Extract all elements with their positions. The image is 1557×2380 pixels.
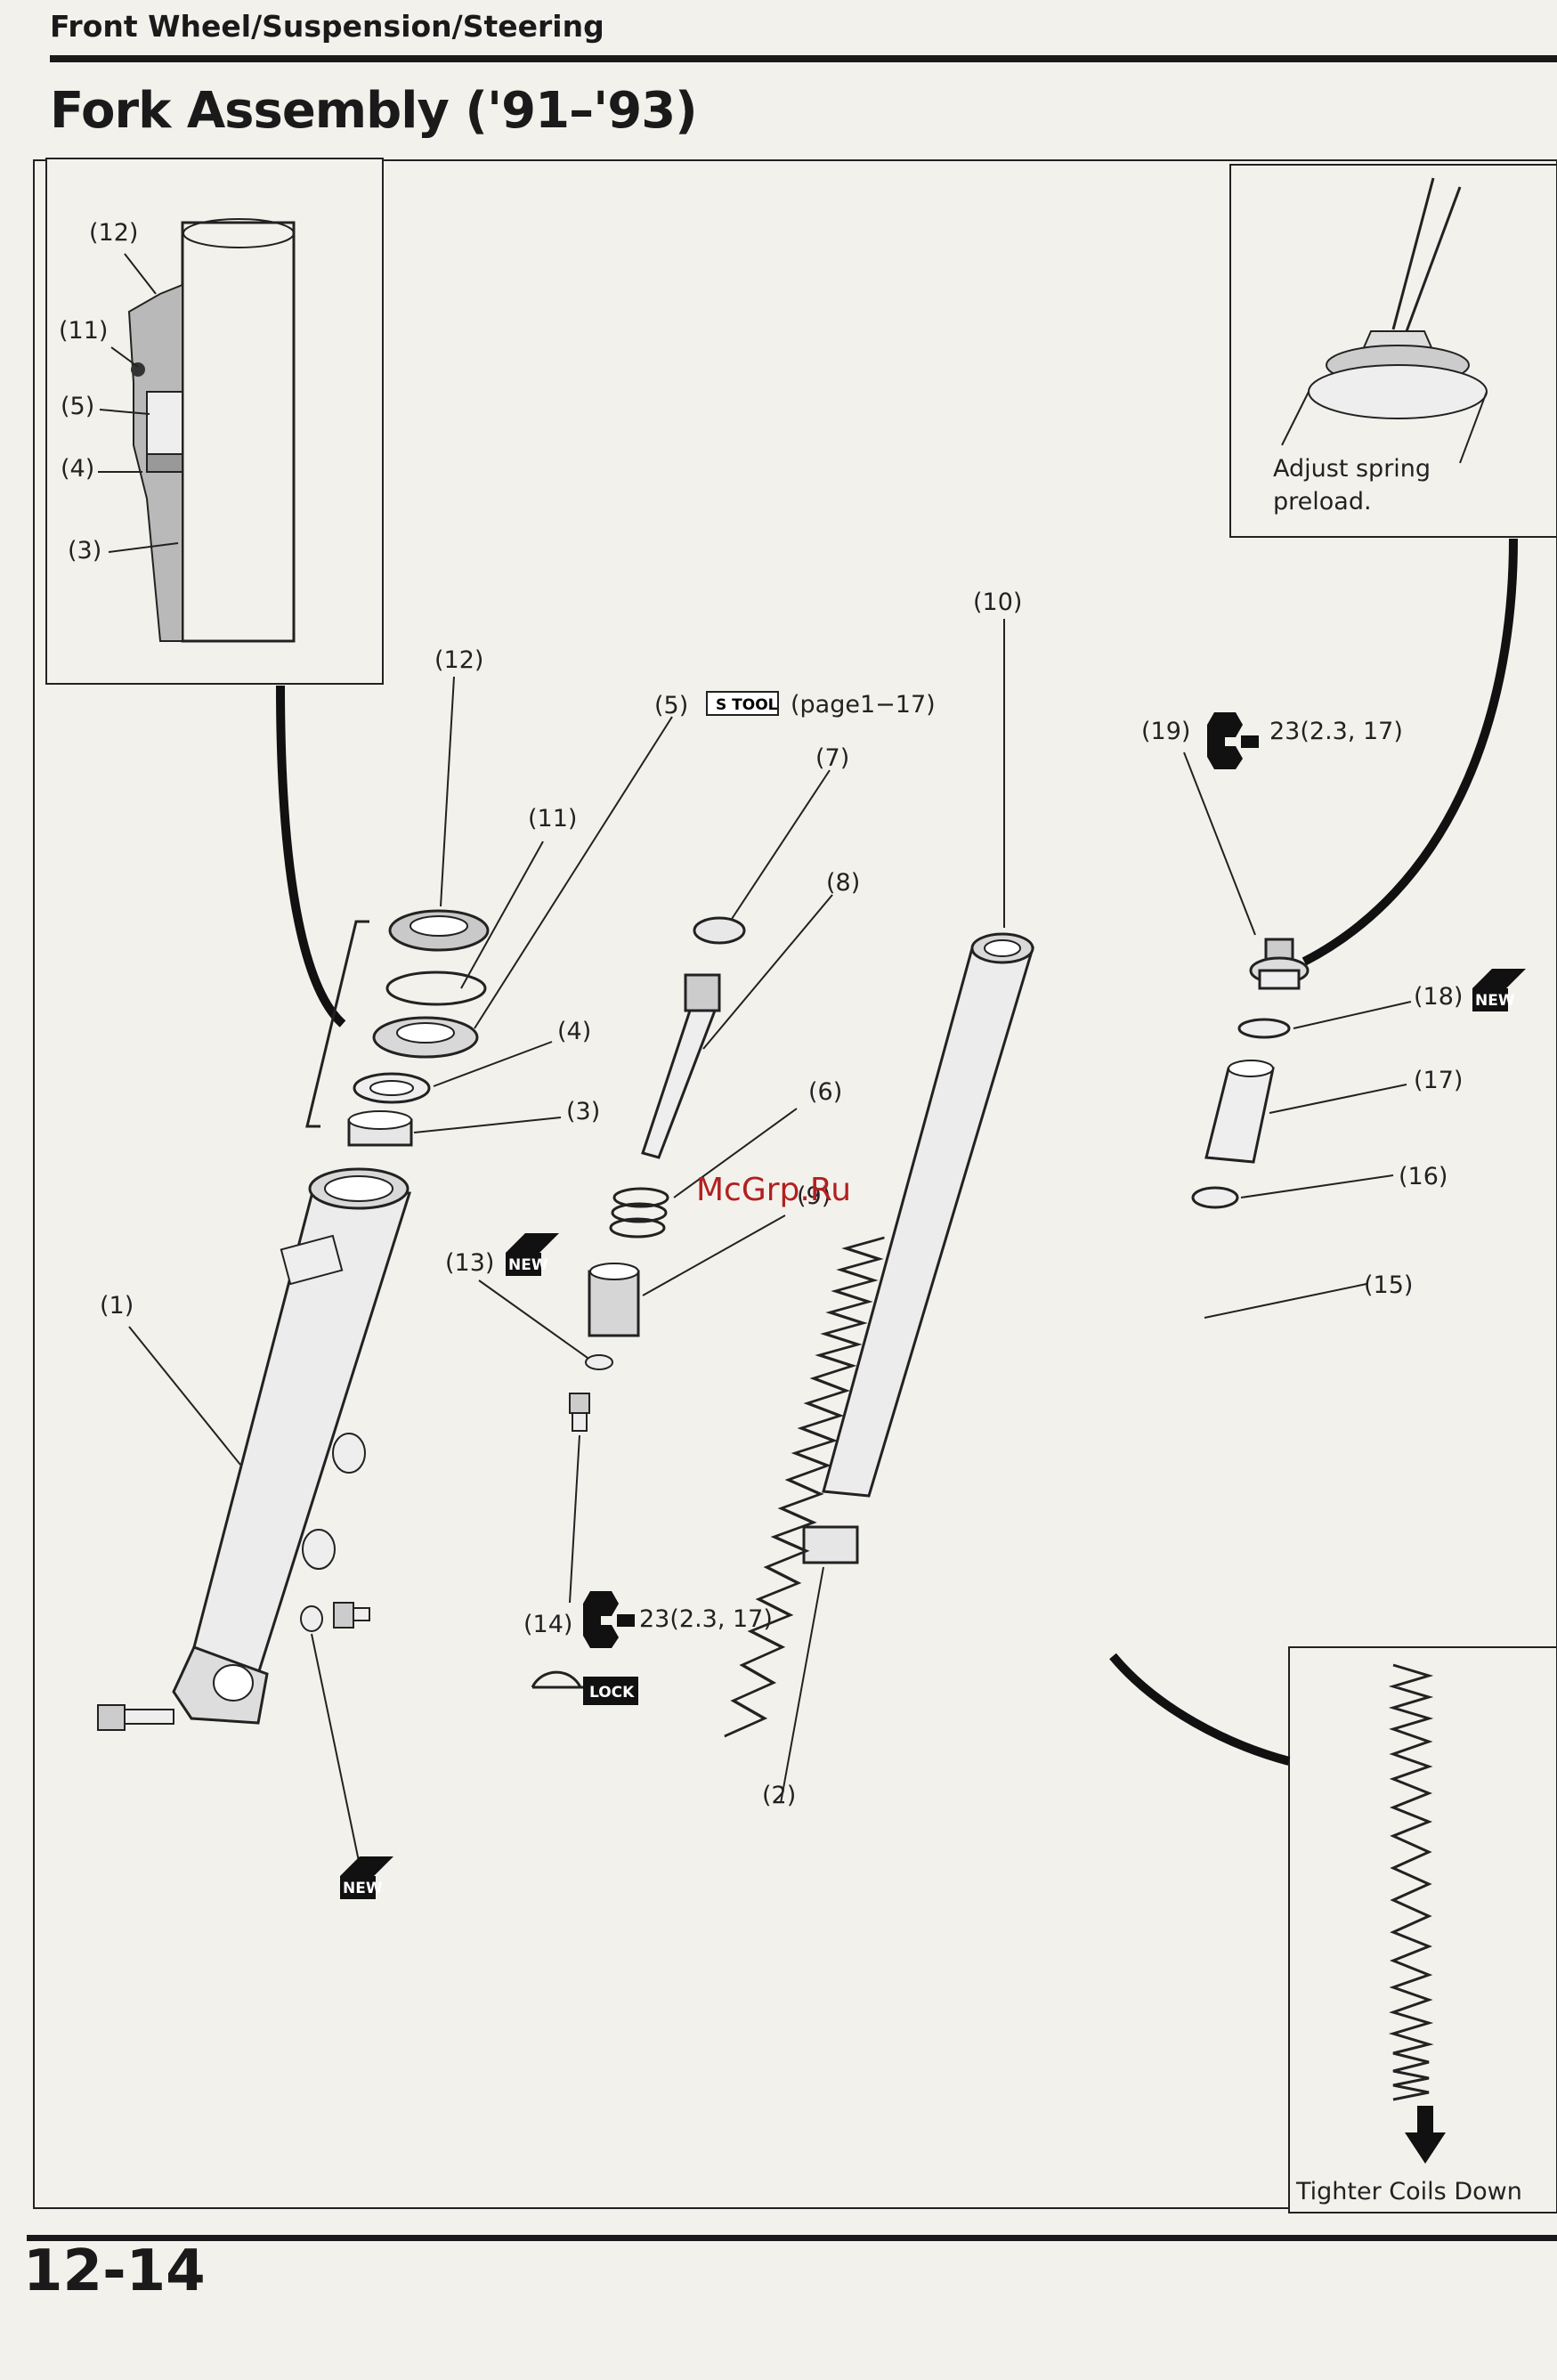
- callout-1: (1): [100, 1292, 134, 1320]
- socket-bolt-14: [570, 1393, 589, 1431]
- callout-19: (19): [1141, 718, 1190, 745]
- preload-text-line1: Adjust spring: [1273, 455, 1431, 483]
- watermark: McGrp.Ru: [696, 1172, 851, 1208]
- spring-seat-16: [1193, 1188, 1237, 1207]
- callout-3: (3): [566, 1098, 600, 1125]
- inset-spring: Tighter Coils Down: [1289, 1647, 1557, 2213]
- torque-spec-19: 23(2.3, 17): [1269, 718, 1403, 745]
- inset-seal-section: (12) (11) (5) (4) (3): [46, 158, 383, 684]
- bottom-rule: [27, 2235, 1557, 2241]
- callout-10: (10): [973, 589, 1022, 616]
- new-part-text: NEW: [1475, 992, 1515, 1010]
- damper-rod-8: [643, 975, 719, 1158]
- lock-agent-icon: LOCK: [532, 1672, 638, 1705]
- wrench-icon: [1207, 712, 1259, 769]
- callout-7: (7): [815, 744, 849, 772]
- new-part-icon: NEW: [340, 1856, 393, 1899]
- oil-seal-5: [374, 1018, 477, 1057]
- pinch-bolt-washer: [301, 1603, 369, 1631]
- special-tool-badge: S TOOL: [707, 692, 778, 715]
- inset-spring-connector: [1113, 1656, 1289, 1761]
- oil-lock-piece-9: [589, 1263, 638, 1336]
- inset-seal-label-11: (11): [59, 317, 108, 345]
- inset-seal-label-12: (12): [89, 219, 138, 247]
- callout-15: (15): [1364, 1271, 1413, 1299]
- callout-5: (5): [654, 692, 688, 719]
- o-ring-18: [1239, 1019, 1289, 1037]
- callout-14: (14): [523, 1611, 572, 1638]
- callout-13: (13): [445, 1249, 494, 1277]
- fork-tube-10: [823, 934, 1033, 1496]
- inset-seal-connector: [280, 686, 343, 1024]
- inset-preload: Adjust spring preload.: [1230, 165, 1557, 537]
- back-up-ring-4: [354, 1074, 429, 1102]
- inset-seal-label-4: (4): [61, 455, 94, 483]
- spring-caption: Tighter Coils Down: [1295, 2178, 1522, 2205]
- callout-4: (4): [557, 1018, 591, 1045]
- callout-12: (12): [434, 646, 483, 674]
- inset-seal-label-5: (5): [61, 393, 94, 420]
- lock-agent-text: LOCK: [589, 1684, 635, 1702]
- piston-ring-7: [694, 918, 744, 943]
- axle-bolt: [98, 1705, 174, 1730]
- special-tool-page-ref: (page1−17): [791, 691, 936, 719]
- callout-2: (2): [762, 1782, 796, 1809]
- page-number: 12-14: [23, 2238, 206, 2304]
- slider-bushing-3: [349, 1111, 411, 1145]
- torque-spec-14: 23(2.3, 17): [639, 1605, 773, 1633]
- new-part-icon: NEW: [506, 1233, 559, 1276]
- spacer-17: [1206, 1060, 1273, 1162]
- callout-17: (17): [1414, 1067, 1463, 1094]
- callout-8: (8): [826, 869, 860, 897]
- special-tool-badge-text: S TOOL: [716, 696, 778, 714]
- wrench-icon: [583, 1591, 635, 1648]
- rebound-spring-6: [611, 1189, 668, 1237]
- new-part-icon: NEW: [1472, 969, 1526, 1011]
- callout-16: (16): [1399, 1163, 1448, 1190]
- callout-18: (18): [1414, 983, 1463, 1011]
- guide-bushing-2: [804, 1527, 857, 1563]
- stop-ring-11: [387, 972, 485, 1004]
- callout-6: (6): [808, 1078, 842, 1106]
- inset-preload-connector: [1304, 539, 1513, 962]
- preload-text-line2: preload.: [1273, 488, 1372, 516]
- dust-seal-12: [390, 911, 488, 950]
- callout-11: (11): [528, 805, 577, 833]
- inset-seal-label-3: (3): [68, 537, 101, 565]
- sealing-washer-13: [586, 1355, 612, 1369]
- spring-collar-bolt-19: [1251, 939, 1308, 988]
- fork-slider-1: [174, 1169, 410, 1723]
- new-part-text: NEW: [508, 1256, 548, 1274]
- new-part-text: NEW: [343, 1880, 383, 1897]
